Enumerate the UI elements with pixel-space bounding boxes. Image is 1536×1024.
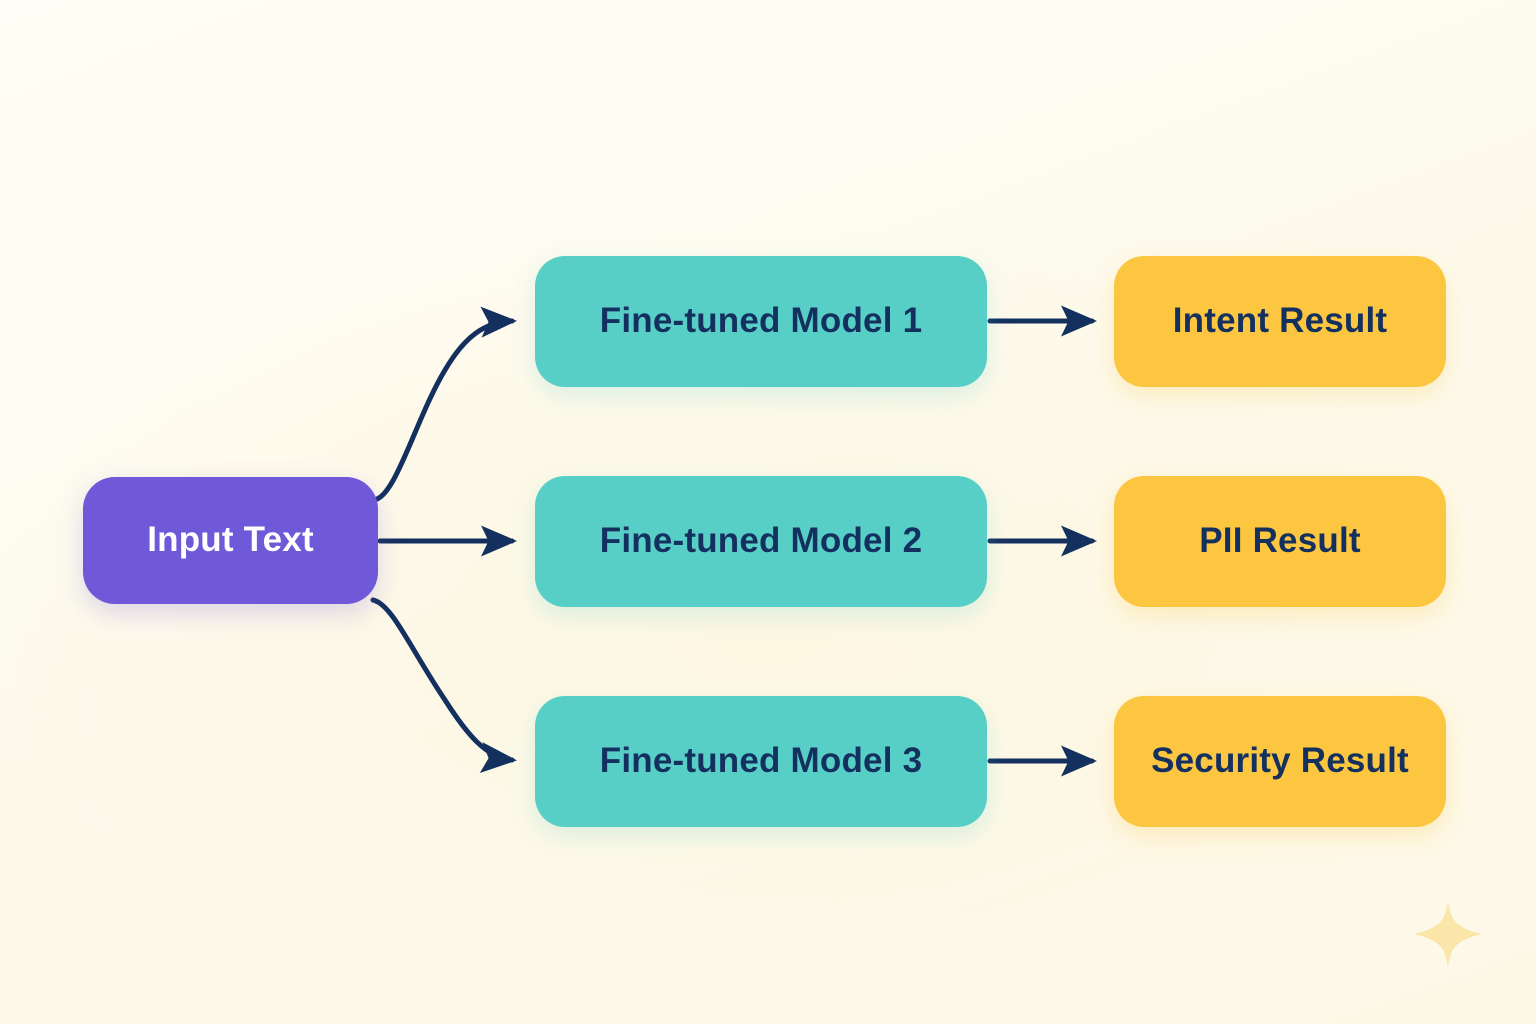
node-pii-result-label: PII Result (1199, 521, 1361, 561)
node-fine-tuned-model-2[interactable]: Fine-tuned Model 2 (535, 476, 987, 607)
node-input-text[interactable]: Input Text (83, 477, 378, 604)
node-intent-result-label: Intent Result (1172, 301, 1388, 341)
node-fine-tuned-model-3-label: Fine-tuned Model 3 (599, 741, 923, 781)
node-fine-tuned-model-3[interactable]: Fine-tuned Model 3 (535, 696, 987, 827)
node-pii-result[interactable]: PII Result (1114, 476, 1446, 607)
node-security-result[interactable]: Security Result (1114, 696, 1446, 827)
node-fine-tuned-model-1-label: Fine-tuned Model 1 (599, 301, 923, 341)
edge-input-to-model-1 (370, 306, 517, 503)
node-input-text-label: Input Text (147, 520, 314, 560)
node-fine-tuned-model-1[interactable]: Fine-tuned Model 1 (535, 256, 987, 387)
node-fine-tuned-model-2-label: Fine-tuned Model 2 (599, 521, 923, 561)
edge-input-to-model-3 (370, 597, 517, 773)
sparkle-icon (1412, 898, 1484, 970)
node-security-result-label: Security Result (1151, 741, 1409, 781)
node-intent-result[interactable]: Intent Result (1114, 256, 1446, 387)
